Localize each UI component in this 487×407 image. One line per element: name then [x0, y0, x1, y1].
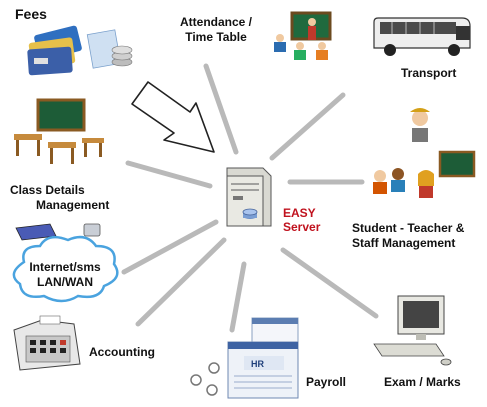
desks-blackboard-icon — [14, 98, 104, 164]
attendance-label: Attendance / Time Table — [166, 15, 266, 45]
connector-network — [121, 219, 219, 275]
student-teacher-label-line2: Staff Management — [352, 236, 456, 250]
server-icon — [226, 167, 272, 227]
classroom-icon — [274, 11, 332, 60]
connector-class-details — [125, 160, 213, 189]
bus-icon — [373, 17, 471, 56]
connector-exam — [280, 247, 379, 319]
server-title-line2: Server — [283, 220, 321, 234]
exam-label: Exam / Marks — [384, 375, 461, 389]
network-label-line2: LAN/WAN — [37, 275, 93, 289]
network-label: Internet/sms LAN/WAN — [26, 260, 104, 290]
connector-attendance — [203, 63, 239, 155]
class-details-label-line1: Class Details — [10, 183, 85, 197]
network-label-line1: Internet/sms — [29, 260, 101, 274]
credit-cards-icon — [27, 25, 133, 76]
payroll-label: Payroll — [306, 375, 347, 389]
class-details-label-line2: Management — [36, 198, 110, 212]
accounting-label: Accounting — [89, 345, 155, 359]
people-icon — [373, 108, 476, 198]
attendance-label-line1: Attendance / — [179, 15, 252, 29]
computer-icon — [373, 295, 452, 366]
cloud-icon — [12, 235, 119, 303]
attendance-label-line2: Time Table — [185, 30, 247, 44]
hr-screen-icon — [190, 317, 299, 399]
connector-transport — [269, 92, 346, 161]
server-title-line1: EASY — [283, 206, 316, 220]
connector-lines — [121, 63, 379, 333]
transport-label: Transport — [401, 66, 457, 80]
arrow-icon — [131, 81, 215, 153]
student-teacher-label-line1: Student - Teacher & — [352, 221, 465, 235]
connector-payroll — [229, 261, 247, 333]
fees-label: Fees — [15, 6, 47, 22]
payroll-screen-text: HR — [251, 359, 264, 369]
calculator-icon — [13, 315, 81, 371]
connector-accounting — [135, 237, 227, 327]
